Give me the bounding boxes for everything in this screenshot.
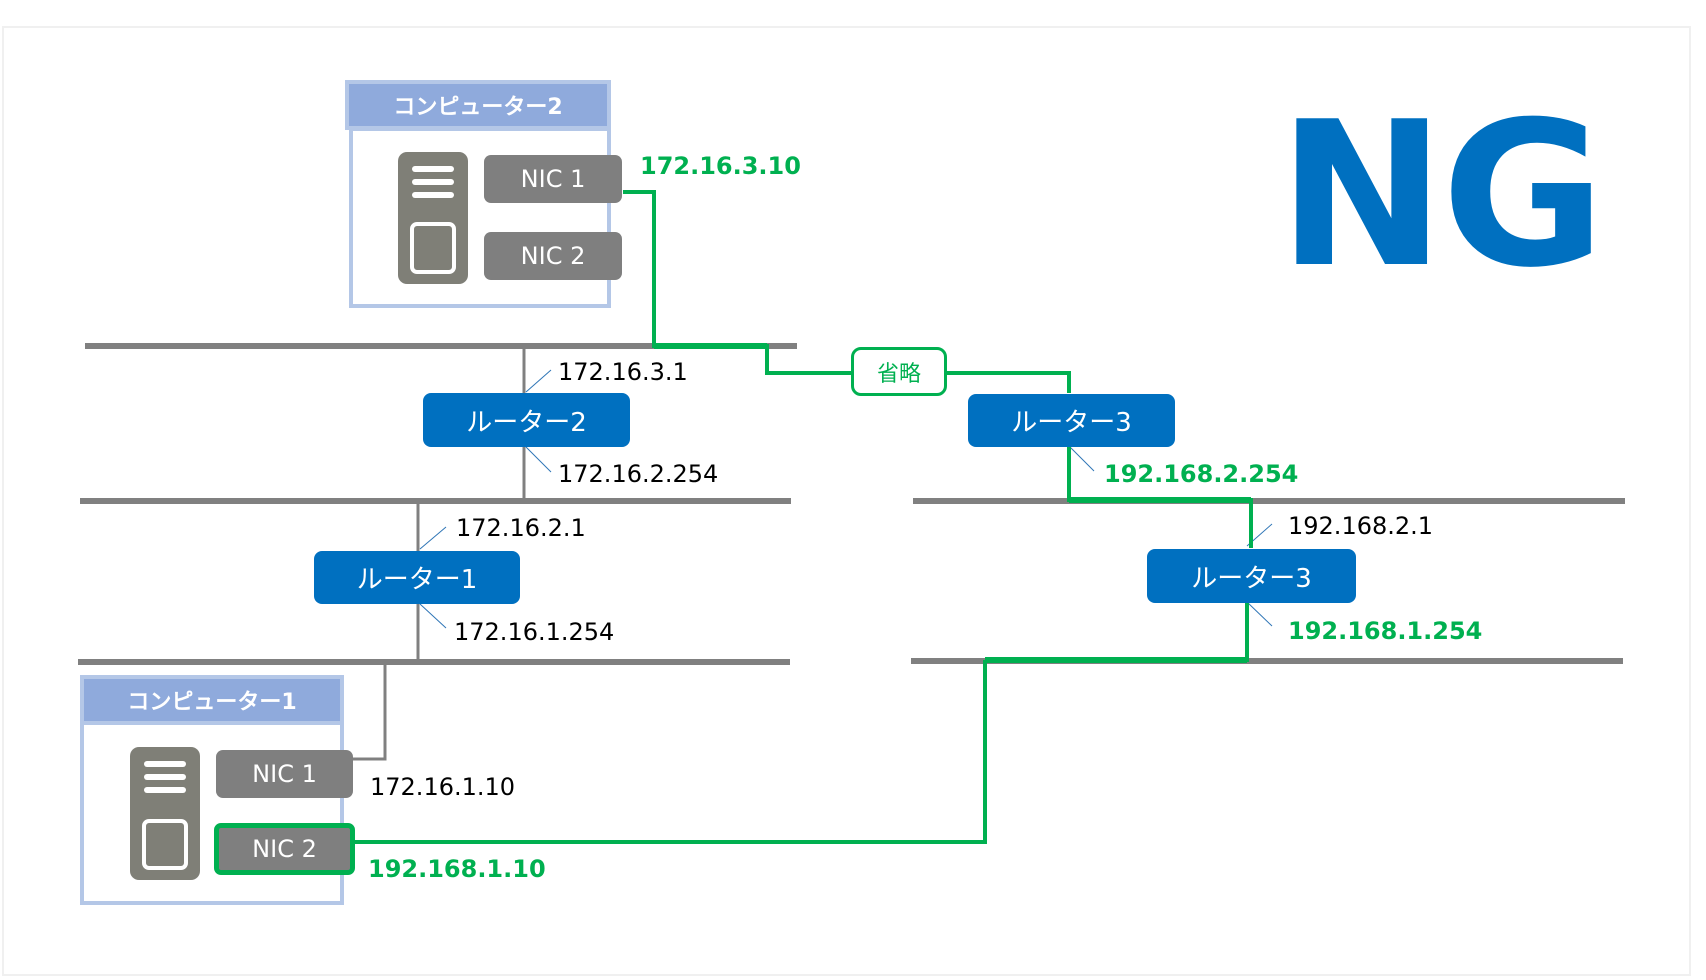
router-3-upper[interactable]: ルーター3 (968, 394, 1175, 447)
leader-172-16-1-254 (419, 603, 447, 629)
computer-1-box (80, 720, 344, 905)
leader-192-168-2-254 (1068, 445, 1095, 472)
omitted-segment-box: 省略 (851, 347, 947, 396)
computer-2-nic-2[interactable]: NIC 2 (484, 232, 622, 280)
leader-172-16-3-1 (525, 369, 552, 393)
leader-192-168-1-254 (1246, 601, 1273, 627)
ip-label: 192.168.2.254 (1104, 460, 1299, 488)
computer-1-nic-1[interactable]: NIC 1 (216, 750, 353, 798)
ip-label: 172.16.1.10 (370, 773, 516, 801)
ip-label: 172.16.3.1 (558, 358, 688, 386)
ip-label: 172.16.1.254 (454, 618, 615, 646)
server-icon (398, 152, 468, 284)
ip-label: 192.168.1.254 (1288, 617, 1483, 645)
router-3-lower[interactable]: ルーター3 (1147, 549, 1356, 603)
computer-2-nic-1[interactable]: NIC 1 (484, 155, 622, 203)
ip-label: 172.16.2.254 (558, 460, 719, 488)
pc1-nic1-link (353, 665, 387, 761)
computer-1-title: コンピューター1 (80, 675, 344, 725)
ip-label: 192.168.2.1 (1288, 512, 1434, 540)
router-1[interactable]: ルーター1 (314, 551, 520, 604)
router-2[interactable]: ルーター2 (423, 393, 630, 447)
ip-label: 172.16.3.10 (640, 152, 801, 180)
path-router3b-down (985, 602, 1249, 662)
verdict-label: NG (1278, 79, 1606, 312)
server-icon (130, 747, 200, 880)
leader-172-16-2-1 (419, 526, 447, 550)
computer-2-title: コンピューター2 (345, 80, 611, 130)
leader-172-16-2-254 (525, 446, 552, 473)
path-pc1-nic2 (353, 660, 987, 844)
path-omit-router3 (945, 371, 1071, 393)
ip-label: 172.16.2.1 (456, 514, 586, 542)
ip-label: 192.168.1.10 (368, 855, 546, 883)
computer-1-nic-2[interactable]: NIC 2 (214, 823, 355, 875)
